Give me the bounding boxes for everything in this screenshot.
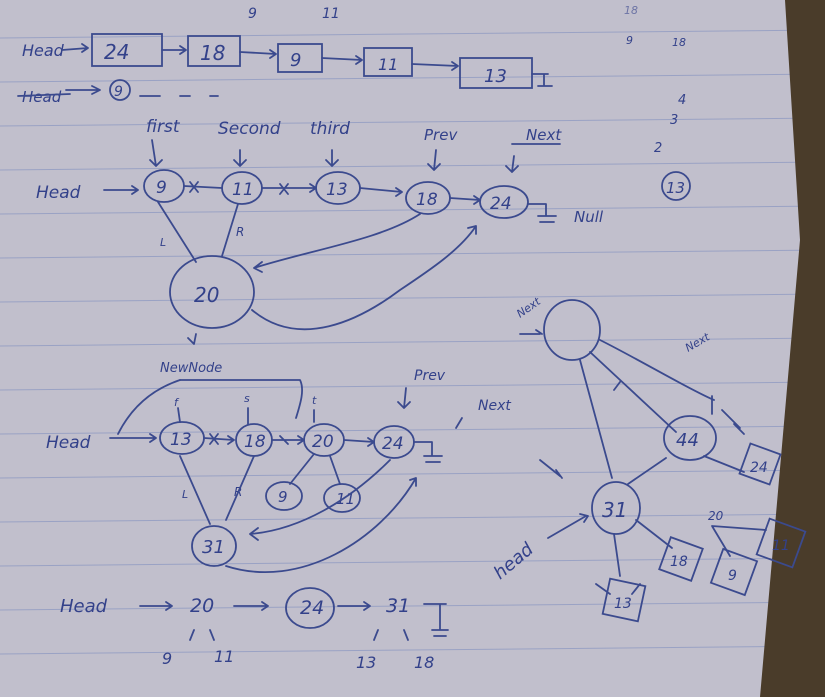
diagram1-node-value: 18	[416, 190, 438, 210]
right-link-label: R	[236, 225, 244, 239]
child-node-value: 9	[278, 488, 288, 506]
tree-leaf	[755, 517, 807, 569]
pointer-label: f	[174, 396, 180, 409]
final-child: 9	[162, 649, 172, 668]
final-child: 18	[414, 653, 434, 672]
pointer-label: Prev	[414, 368, 446, 384]
tree-node-value: 9	[728, 568, 737, 584]
final-head-label: Head	[60, 596, 108, 617]
tree-root-node	[543, 299, 601, 361]
side-note: 2	[654, 141, 662, 156]
tree-node-value: 24	[750, 460, 768, 476]
parent-node-value: 20	[194, 283, 219, 307]
tree-node-value: 20	[708, 509, 724, 523]
list1-value: 24	[104, 40, 129, 64]
list1-value: 13	[484, 66, 507, 87]
final-list-item: 20	[190, 595, 214, 617]
tree-leaf	[658, 536, 704, 582]
diagram2-head-label: Head	[46, 433, 91, 453]
faint-note: 18	[624, 4, 638, 17]
final-list-ring	[285, 587, 335, 629]
background-shadow	[760, 0, 825, 697]
final-child: 11	[214, 647, 234, 666]
diagram1-node-value: 13	[326, 180, 348, 200]
diagram2-node-value: 13	[170, 430, 192, 450]
list1b-node	[109, 79, 131, 101]
pointer-label: third	[310, 119, 350, 139]
diagram1-node-value: 9	[156, 178, 167, 198]
pointer-label: Prev	[424, 126, 458, 144]
list1-value: 18	[200, 41, 225, 65]
faint-note: 9	[626, 34, 633, 47]
diagram1-node-value: 11	[232, 180, 254, 200]
tree-node	[591, 481, 641, 535]
left-link-label: L	[160, 236, 166, 249]
above-label: 9	[248, 6, 257, 22]
null-label: Null	[574, 208, 604, 226]
diagram2-node-value: 24	[382, 434, 404, 454]
parent-node	[191, 525, 237, 567]
final-list-item: 24	[300, 597, 324, 619]
tree-node	[663, 415, 717, 461]
pointer-label: Next	[478, 398, 511, 414]
final-list-item: 31	[386, 595, 410, 617]
pointer-label: Next	[526, 126, 562, 144]
parent-node	[169, 255, 255, 329]
pointer-label: t	[312, 394, 317, 407]
list1b-head-label: Head	[22, 88, 62, 106]
pointer-label: s	[244, 392, 250, 405]
list1-head-label: Head	[22, 41, 65, 60]
tree-node-value: 18	[670, 554, 688, 570]
parent-node-value: 31	[202, 537, 225, 558]
tree-leaf	[709, 547, 759, 597]
diagram1-head-label: Head	[36, 183, 81, 203]
circled-number: 13	[666, 179, 685, 197]
list1-node	[363, 47, 413, 77]
faint-note: 18	[672, 36, 686, 49]
diagram1-node-value: 24	[490, 194, 512, 214]
pointer-label: first	[146, 117, 181, 137]
tree-leaf	[738, 442, 782, 486]
side-note: 4	[678, 93, 686, 108]
tree-leaf	[601, 577, 647, 623]
tree-node-value: 13	[614, 596, 632, 612]
diagram2-node-value: 18	[244, 432, 266, 452]
pointer-label: Second	[218, 119, 281, 139]
diagram2-node-value: 20	[312, 432, 334, 452]
list1-value: 9	[290, 50, 301, 71]
child-node	[323, 483, 361, 513]
final-child: 13	[356, 653, 376, 672]
left-link-label: L	[182, 488, 188, 501]
list1-node	[459, 57, 533, 89]
side-note: 3	[670, 113, 678, 128]
child-node	[265, 481, 303, 511]
circled-number-ring	[661, 171, 691, 201]
list1-value: 11	[378, 55, 398, 74]
tree-node-value: 31	[602, 498, 627, 522]
tree-node-value: 11	[772, 538, 790, 554]
diagram1-node	[479, 185, 529, 219]
list1b-value: 9	[114, 84, 123, 100]
list1-node	[187, 35, 241, 67]
above-label: 11	[322, 6, 340, 22]
parent-caption: NewNode	[160, 361, 222, 376]
tree-node-value: 44	[676, 430, 699, 451]
